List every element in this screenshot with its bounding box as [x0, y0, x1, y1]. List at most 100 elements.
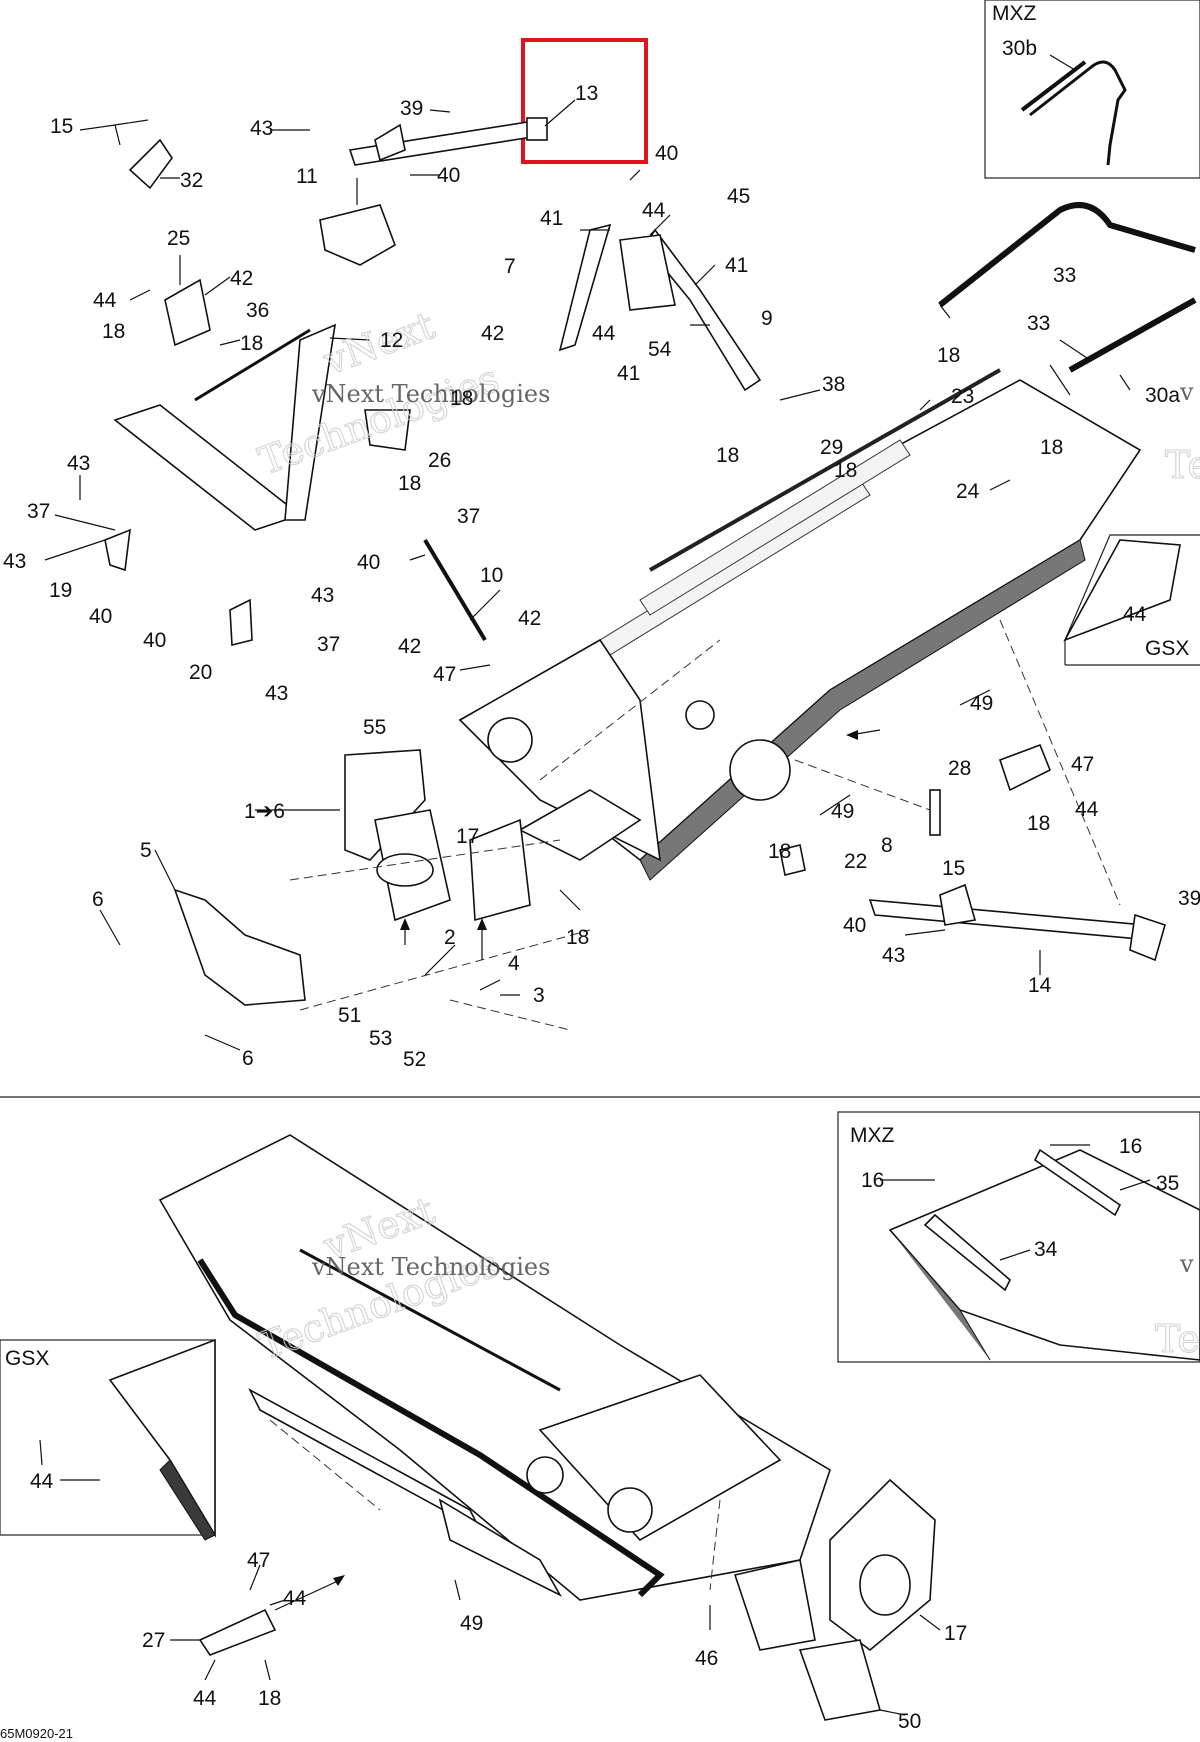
callout-23: 23 — [951, 385, 974, 408]
callout-29: 29 — [820, 436, 843, 459]
callout-27: 27 — [142, 1629, 165, 1652]
callout-49a: 49 — [970, 692, 993, 715]
callout-43e: 43 — [265, 682, 288, 705]
callout-3: 3 — [533, 984, 545, 1007]
callout-22: 22 — [844, 850, 867, 873]
main-chassis-bottom — [158, 1134, 831, 1601]
callout-18i: 18 — [1027, 812, 1050, 835]
callout-44h: 44 — [193, 1687, 217, 1710]
callout-8: 8 — [881, 834, 893, 857]
callout-4: 4 — [508, 952, 520, 975]
callout-52: 52 — [403, 1048, 426, 1071]
inset-mxz-bottom-title: MXZ — [850, 1124, 895, 1147]
callout-18l: 18 — [258, 1687, 281, 1710]
callout-40d: 40 — [357, 551, 380, 574]
callout-39b: 39 — [1178, 887, 1200, 910]
part-27-footrest — [198, 1608, 277, 1656]
callout-37a: 37 — [27, 500, 50, 523]
callout-32: 32 — [180, 169, 203, 192]
callout-10: 10 — [480, 564, 503, 587]
callout-44e: 44 — [1075, 798, 1099, 821]
watermark-edge-v-top: v — [1179, 378, 1194, 406]
callout-6b: 6 — [242, 1047, 254, 1070]
callout-47a: 47 — [433, 663, 456, 686]
watermark-line1-top: vNext — [317, 303, 440, 384]
inset-gsx-left-title: GSX — [5, 1347, 49, 1370]
callout-33b: 33 — [1027, 312, 1050, 335]
callout-leaders-bottom — [39, 1144, 1151, 1716]
part-8-link — [929, 789, 941, 836]
callout-7: 7 — [504, 255, 516, 278]
callout-46: 46 — [695, 1647, 718, 1670]
callout-49c: 49 — [460, 1612, 483, 1635]
watermark-overlay-bottom: vNext Technologies — [311, 1253, 550, 1281]
callout-33a: 33 — [1053, 264, 1076, 287]
callout-19: 19 — [49, 579, 72, 602]
inset-mxz-top-title: MXZ — [992, 2, 1037, 25]
callout-40a: 40 — [655, 142, 678, 165]
callout-17a: 17 — [456, 825, 479, 848]
callout-41c: 41 — [617, 362, 640, 385]
callout-44b: 44 — [642, 199, 666, 222]
callout-45: 45 — [727, 185, 750, 208]
callout-17b: 17 — [944, 1622, 967, 1645]
callout-42c: 42 — [518, 607, 541, 630]
assembly-arrows-top — [400, 729, 881, 960]
callout-40e: 40 — [143, 629, 166, 652]
part-14-bar — [868, 883, 1166, 962]
callout-14: 14 — [1028, 974, 1052, 997]
part-12-frame — [113, 278, 337, 531]
inset-gsx-right-title: GSX — [1145, 637, 1189, 660]
callout-15b: 15 — [942, 857, 965, 880]
callout-37b: 37 — [457, 505, 480, 528]
callout-42a: 42 — [230, 267, 253, 290]
callout-18e: 18 — [937, 344, 960, 367]
callout-38: 38 — [822, 373, 845, 396]
callout-44f: 44 — [30, 1470, 54, 1493]
callout-15a: 15 — [50, 115, 73, 138]
inset-gsx-left: GSX — [0, 1338, 216, 1541]
callout-50: 50 — [898, 1710, 921, 1733]
callout-47b: 47 — [1071, 753, 1094, 776]
callout-40f: 40 — [843, 914, 866, 937]
callout-18k: 18 — [566, 926, 589, 949]
callout-18j: 18 — [768, 840, 791, 863]
callout-43a: 43 — [250, 117, 273, 140]
inset-mxz-top: MXZ 30b — [984, 0, 1200, 179]
callout-20: 20 — [189, 661, 212, 684]
watermark-edge-te-top: Te — [1165, 443, 1200, 487]
watermark-overlay-top: vNext Technologies — [311, 380, 550, 408]
callout-49b: 49 — [831, 800, 854, 823]
callout-16b: 16 — [1119, 1135, 1142, 1158]
callout-53: 53 — [369, 1027, 392, 1050]
callout-44d: 44 — [1123, 603, 1147, 626]
assembly-lines-top — [289, 619, 1121, 1031]
front-brackets-top — [173, 749, 531, 1006]
callout-42d: 42 — [398, 635, 421, 658]
callout-43f: 43 — [882, 944, 905, 967]
front-brackets-bottom — [733, 1478, 936, 1721]
callout-43c: 43 — [3, 550, 26, 573]
callout-35: 35 — [1156, 1172, 1179, 1195]
callout-25: 25 — [167, 227, 190, 250]
part-13-bar — [348, 99, 576, 166]
main-chassis-top — [458, 368, 1142, 881]
watermark-edge-te-bottom: Te — [1155, 1317, 1200, 1361]
callout-18c: 18 — [450, 387, 473, 410]
callout-44a: 44 — [93, 289, 117, 312]
callout-11: 11 — [296, 165, 318, 188]
callout-12: 12 — [380, 329, 403, 352]
highlight-box-13[interactable] — [521, 38, 648, 164]
callout-55: 55 — [363, 716, 386, 739]
part-28-footrest — [998, 743, 1052, 792]
inset-label-30b: 30b — [1002, 37, 1037, 60]
part-19-bracket — [104, 528, 131, 572]
part-32-bracket — [128, 138, 173, 190]
callout-54: 54 — [648, 338, 672, 361]
callout-6a: 6 — [92, 888, 104, 911]
callout-37c: 37 — [317, 633, 340, 656]
callout-30a: 30a — [1145, 384, 1180, 407]
callout-26: 26 — [428, 449, 451, 472]
callout-43d: 43 — [311, 584, 334, 607]
